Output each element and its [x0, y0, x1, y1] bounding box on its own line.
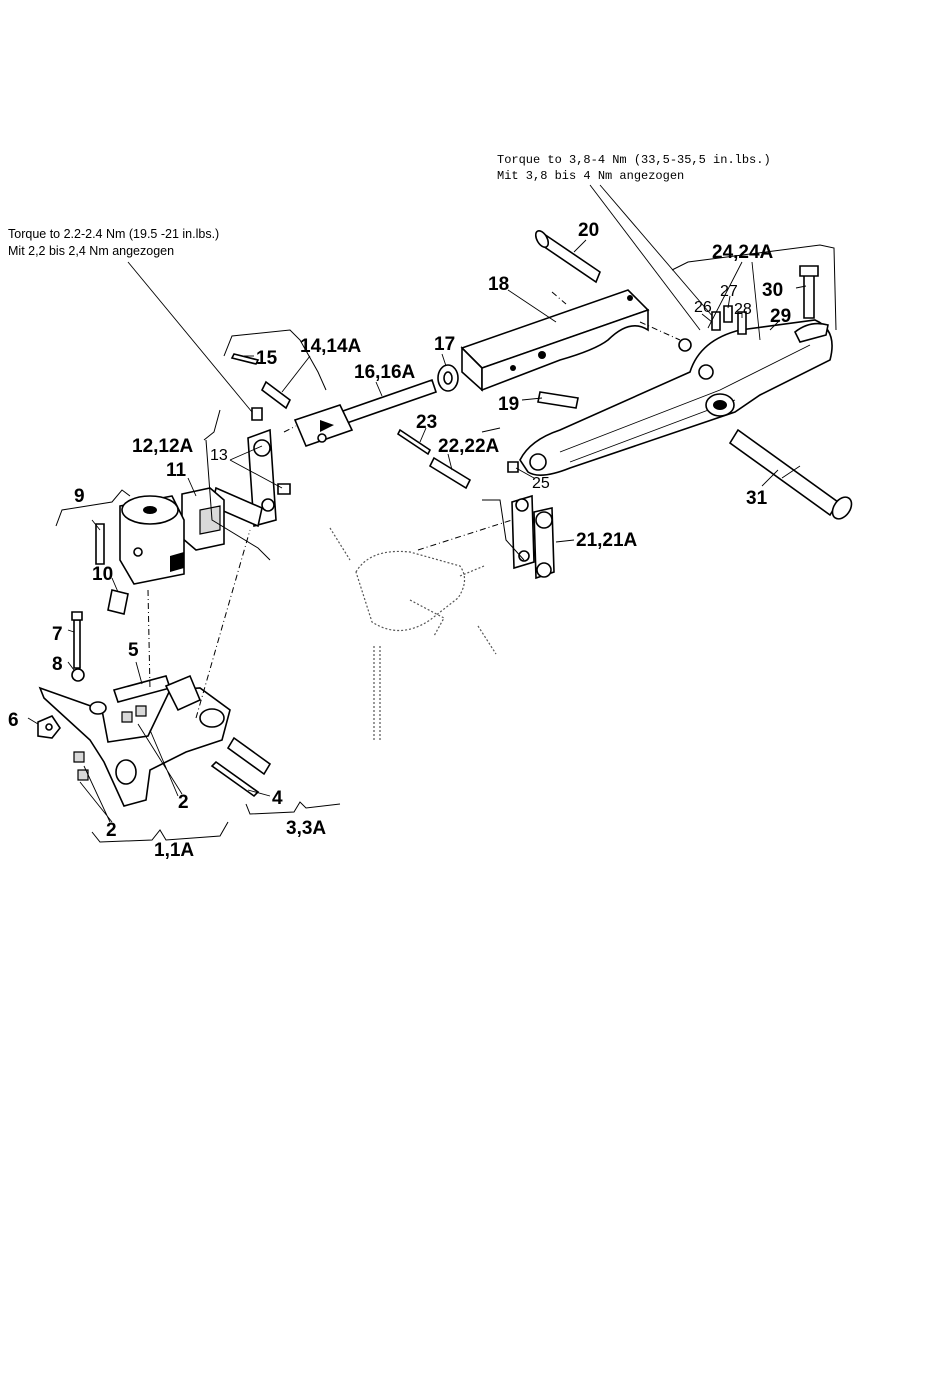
part-17-washer — [438, 365, 458, 391]
torque-note-right-de: Mit 3,8 bis 4 Nm angezogen — [497, 169, 684, 183]
label-1: 1,1A — [154, 840, 194, 861]
leader-7 — [68, 630, 74, 632]
leader-21 — [556, 540, 574, 542]
label-26: 26 — [694, 299, 712, 316]
label-17: 17 — [434, 334, 455, 355]
label-28: 28 — [734, 301, 752, 318]
part-25-screw — [508, 462, 518, 472]
label-2a: 2 — [178, 792, 189, 813]
label-16: 16,16A — [354, 362, 416, 383]
leader-6 — [28, 718, 38, 724]
label-13: 13 — [210, 447, 228, 464]
label-5: 5 — [128, 640, 139, 661]
part-30-bolt — [800, 266, 818, 318]
label-9: 9 — [74, 486, 85, 507]
label-23: 23 — [416, 412, 437, 433]
leader-20 — [574, 240, 586, 252]
part-5-pin — [114, 676, 170, 702]
label-2b: 2 — [106, 820, 117, 841]
axis-1 — [196, 530, 250, 718]
part-27-screw — [724, 306, 732, 322]
axis-3 — [284, 426, 296, 432]
label-7: 7 — [52, 624, 63, 645]
label-6: 6 — [8, 710, 19, 731]
label-4: 4 — [272, 788, 283, 809]
label-24: 24,24A — [712, 242, 774, 263]
label-21: 21,21A — [576, 530, 638, 551]
label-27: 27 — [720, 283, 738, 300]
part-11-bushing — [182, 488, 224, 550]
part-15-cotter — [232, 354, 258, 364]
part-6-nut — [38, 716, 60, 738]
part-19-screw — [538, 392, 578, 408]
part-3-pin — [228, 738, 270, 774]
leader-14 — [282, 356, 310, 392]
axis-2 — [148, 590, 150, 690]
part-16-shaft — [295, 380, 436, 446]
label-11: 11 — [166, 460, 187, 481]
label-14: 14,14A — [300, 336, 362, 357]
label-8: 8 — [52, 654, 63, 675]
label-30: 30 — [762, 280, 783, 301]
label-15: 15 — [256, 348, 278, 369]
label-31: 31 — [746, 488, 768, 509]
label-25: 25 — [532, 475, 550, 492]
label-10: 10 — [92, 564, 113, 585]
part-23-cotter — [398, 430, 430, 454]
label-12: 12,12A — [132, 436, 194, 457]
torque-leader-left — [128, 262, 252, 412]
part-9-block — [120, 496, 184, 584]
label-3: 3,3A — [286, 818, 326, 839]
leader-5 — [136, 662, 142, 684]
torque-note-left-en: Torque to 2.2-2.4 Nm (19.5 -21 in.lbs.) — [8, 227, 219, 241]
leader-16 — [376, 382, 382, 396]
torque-note-left-de: Mit 2,2 bis 2,4 Nm angezogen — [8, 244, 174, 258]
leader-18 — [508, 290, 556, 322]
brace-3 — [246, 802, 340, 814]
part-14-pin — [262, 382, 290, 408]
part-26-screw — [712, 312, 720, 330]
label-19: 19 — [498, 394, 519, 415]
phantom-mechanism — [330, 528, 496, 742]
part-7-bolt — [72, 612, 82, 668]
label-22: 22,22A — [438, 436, 500, 457]
label-20: 20 — [578, 220, 599, 241]
axis-4 — [418, 520, 512, 550]
leader-17 — [442, 354, 446, 366]
label-29: 29 — [770, 306, 791, 327]
leader-8 — [68, 662, 74, 670]
part-8-washer — [72, 669, 84, 681]
part-18-housing — [462, 290, 648, 390]
torque-note-right-en: Torque to 3,8-4 Nm (33,5-35,5 in.lbs.) — [497, 153, 771, 167]
label-18: 18 — [488, 274, 509, 295]
part-21-link — [512, 496, 554, 578]
